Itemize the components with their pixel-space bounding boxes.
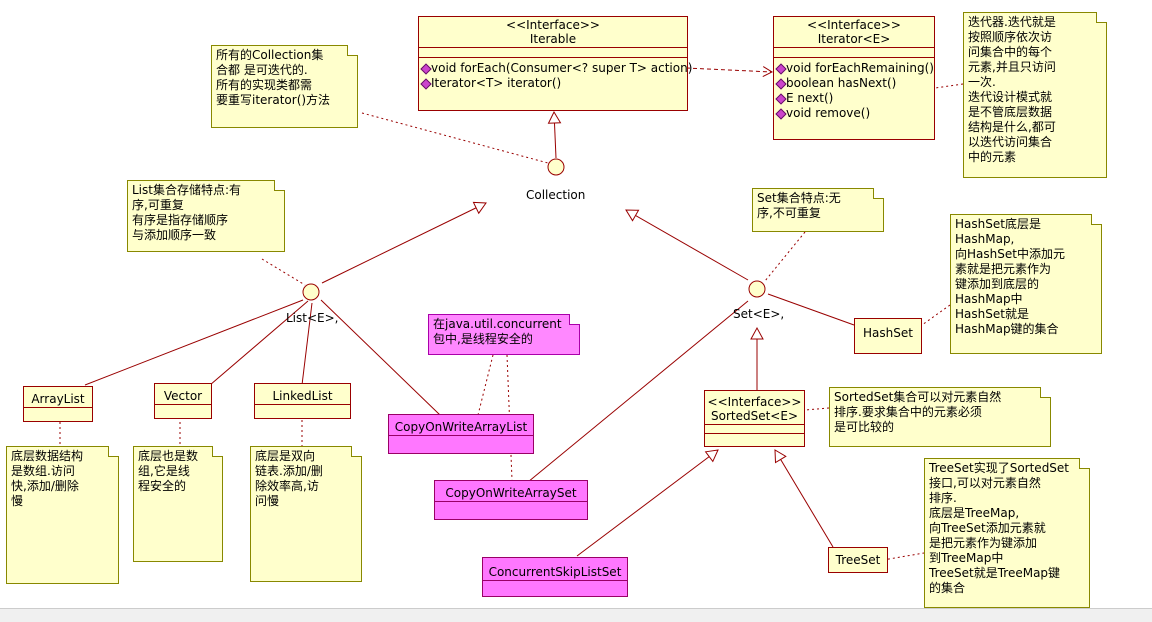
csls-name: ConcurrentSkipListSet	[483, 558, 627, 581]
iterable-to-iterator	[685, 66, 774, 78]
linkedlist-class[interactable]: LinkedList	[254, 383, 351, 419]
set-interface-circle	[748, 280, 766, 298]
note-set: Set集合特点:无 序,不可重复	[752, 188, 884, 232]
note-concurrent: 在java.util.concurrent 包中,是线程安全的	[428, 314, 580, 355]
vector-class[interactable]: Vector	[154, 383, 212, 419]
hashset-class[interactable]: HashSet	[854, 318, 922, 354]
note-linkedlist: 底层是双向 链表.添加/删 除效率高,访 问慢	[250, 446, 362, 582]
iterator-op-next: E next()	[786, 91, 932, 106]
note-anchor-sortedset	[804, 407, 830, 411]
sortedset-name: SortedSet<E>	[711, 409, 798, 423]
list-interface-circle	[302, 283, 320, 301]
iterator-stereotype: <<Interface>>	[807, 18, 901, 32]
arraylist-class[interactable]: ArrayList	[23, 386, 93, 422]
note-vector: 底层也是数 组,它是线 程安全的	[133, 446, 223, 562]
iterable-stereotype: <<Interface>>	[506, 18, 600, 32]
note-anchor-hashset	[921, 304, 951, 326]
iterator-name: Iterator<E>	[817, 32, 891, 46]
treeset-name: TreeSet	[835, 553, 881, 567]
note-anchor-iterator	[934, 83, 964, 89]
list-extends-collection	[321, 201, 487, 284]
iterable-op-foreach: void forEach(Consumer<? super T> action)	[431, 61, 693, 75]
note-hashset: HashSet底层是 HashMap, 向HashSet中添加元 素就是把元素作…	[950, 214, 1102, 354]
treeset-class[interactable]: TreeSet	[828, 547, 888, 573]
status-bar	[0, 608, 1152, 622]
cowal-implements-list	[320, 299, 441, 416]
iterator-interface[interactable]: <<Interface>> Iterator<E> void forEachRe…	[773, 16, 935, 140]
collection-interface-circle	[547, 158, 565, 176]
cowal-name: CopyOnWriteArrayList	[389, 415, 533, 436]
collection-realizes-iterable	[547, 110, 562, 159]
collection-label[interactable]: Collection	[526, 188, 586, 202]
note-anchor-list	[261, 258, 306, 286]
concurrentskiplistset-class[interactable]: ConcurrentSkipListSet	[482, 557, 628, 597]
cowas-name: CopyOnWriteArraySet	[435, 481, 587, 502]
note-sortedset: SortedSet集合可以对元素自然 排序.要求集合中的元素必须 是可比较的	[829, 387, 1051, 447]
note-anchor-collection	[361, 112, 549, 164]
copyonwritearrayset-class[interactable]: CopyOnWriteArraySet	[434, 480, 588, 520]
iterable-op-iterator: Iterator<T> iterator()	[431, 76, 685, 91]
arraylist-name: ArrayList	[24, 387, 92, 408]
linkedlist-name: LinkedList	[255, 384, 350, 405]
treeset-implements-sortedset	[774, 449, 834, 548]
note-arraylist: 底层数据结构 是数组.访问 快,添加/删除 慢	[6, 446, 119, 584]
note-treeset: TreeSet实现了SortedSet 接口,可以对元素自然 排序. 底层是Tr…	[924, 458, 1090, 608]
sortedset-stereotype: <<Interface>>	[707, 395, 802, 409]
hashset-implements-set	[767, 293, 855, 326]
sortedset-interface[interactable]: <<Interface>> SortedSet<E>	[704, 390, 805, 447]
copyonwritearraylist-class[interactable]: CopyOnWriteArrayList	[388, 414, 534, 454]
iterator-op-remove: void remove()	[786, 106, 932, 121]
vector-implements-list	[209, 300, 309, 386]
set-label[interactable]: Set<E>,	[733, 307, 785, 321]
note-anchor-treeset	[882, 552, 925, 561]
list-label[interactable]: List<E>,	[286, 311, 339, 325]
csls-implements-sortedset	[576, 449, 719, 557]
arraylist-implements-list	[84, 299, 304, 386]
note-iterator: 迭代器.迭代就是 按照顺序依次访 问集合中的每个 元素,并且只访问 一次. 迭代…	[963, 12, 1107, 178]
cowas-implements-set	[527, 300, 749, 483]
set-extends-collection	[625, 209, 749, 281]
iterable-interface[interactable]: <<Interface>> Iterable void forEach(Cons…	[418, 16, 693, 111]
iterator-op-hasnext: boolean hasNext()	[786, 76, 932, 91]
iterator-op-foreachremaining: void forEachRemaining()	[786, 61, 934, 75]
linkedlist-implements-list	[301, 302, 313, 386]
vector-name: Vector	[155, 384, 211, 405]
iterable-attributes	[419, 48, 687, 58]
note-list: List集合存储特点:有 序,可重复 有序是指存储顺序 与添加顺序一致	[127, 180, 285, 252]
hashset-name: HashSet	[863, 326, 913, 340]
iterator-attributes	[774, 48, 934, 58]
note-anchor-set	[764, 231, 806, 282]
iterable-name: Iterable	[529, 32, 577, 46]
note-anchor-concurrent-b	[506, 354, 513, 481]
note-collection: 所有的Collection集 合都 是可迭代的. 所有的实现类都需 要重写ite…	[211, 45, 358, 128]
note-anchor-concurrent-a	[477, 354, 494, 416]
